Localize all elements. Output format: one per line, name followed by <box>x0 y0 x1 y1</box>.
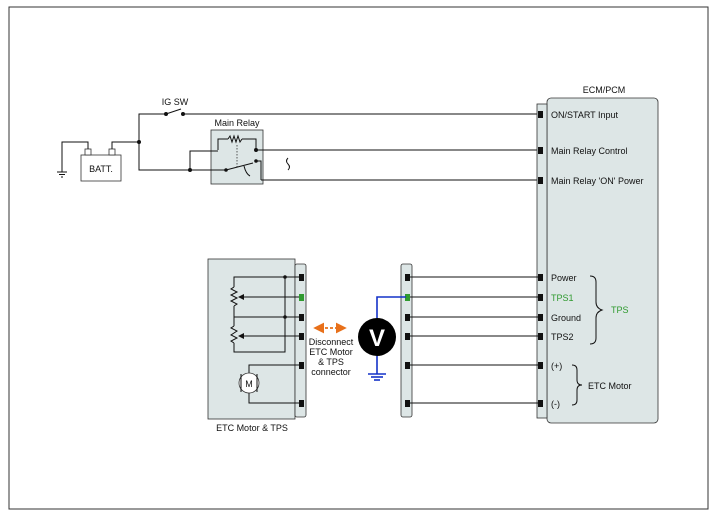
battery-to-relay-wire <box>138 142 190 171</box>
disconnect-note: Disconnect ETC Motor & TPS connector <box>309 337 354 377</box>
svg-text:Disconnect: Disconnect <box>309 337 354 347</box>
ig-switch: IG SW <box>162 97 189 116</box>
ground-symbol-battery <box>57 141 89 178</box>
relay-coil-supply-wire <box>189 150 218 170</box>
ecm-pcm: ECM/PCM <box>536 85 659 424</box>
voltmeter: V <box>358 296 406 381</box>
etc-motor-group-brace: ETC Motor <box>571 364 632 406</box>
svg-text:& TPS: & TPS <box>318 357 344 367</box>
etc-motor-tps-unit: ETC Motor & TPS <box>207 258 307 433</box>
wire-break-mark <box>286 157 290 171</box>
ecm-pin-row: (+) <box>538 361 562 371</box>
ecm-pin-row: ON/START Input <box>538 110 619 120</box>
etc-motor-tps-label: ETC Motor & TPS <box>216 423 288 433</box>
ecm-pin-label: (+) <box>551 361 562 371</box>
harness-connector <box>400 263 413 418</box>
voltmeter-symbol: V <box>369 325 385 352</box>
svg-text:connector: connector <box>311 367 351 377</box>
motor-symbol: M <box>245 379 253 389</box>
main-relay-label: Main Relay <box>214 118 260 128</box>
ecm-pin-label: Ground <box>551 313 581 323</box>
ecm-pin-label: TPS1 <box>551 293 574 303</box>
svg-text:ETC Motor: ETC Motor <box>309 347 353 357</box>
ecm-title: ECM/PCM <box>583 85 626 95</box>
ecm-pin-row: Ground <box>538 313 581 323</box>
battery-label: BATT. <box>89 164 113 174</box>
etc-motor: M <box>238 364 299 404</box>
diagram-frame <box>8 6 709 510</box>
tps-potentiometers <box>229 275 299 353</box>
ecm-pin-label: TPS2 <box>551 332 574 342</box>
ig-switch-label: IG SW <box>162 97 189 107</box>
main-relay: Main Relay <box>210 118 264 185</box>
battery: BATT. <box>80 148 122 182</box>
ecm-pin-row: Main Relay Control <box>538 146 628 156</box>
ecm-pin-row: Power <box>538 273 577 283</box>
ecm-pin-row: Main Relay 'ON' Power <box>538 176 643 186</box>
ecm-pin-label: Main Relay Control <box>551 146 628 156</box>
etc-motor-group-label: ETC Motor <box>588 381 632 391</box>
tps-group-brace: TPS <box>589 275 629 345</box>
tps-group-label: TPS <box>611 305 629 315</box>
ecm-pin-row: (-) <box>538 399 560 409</box>
ecm-pin-row: TPS1 <box>538 293 574 303</box>
ecm-pin-row: TPS2 <box>538 332 574 342</box>
ecm-pin-label: Main Relay 'ON' Power <box>551 176 643 186</box>
harness-wires <box>410 276 538 404</box>
ecm-pin-label: ON/START Input <box>551 110 619 120</box>
ecm-pin-label: Power <box>551 273 577 283</box>
ecm-pin-label: (-) <box>551 399 560 409</box>
